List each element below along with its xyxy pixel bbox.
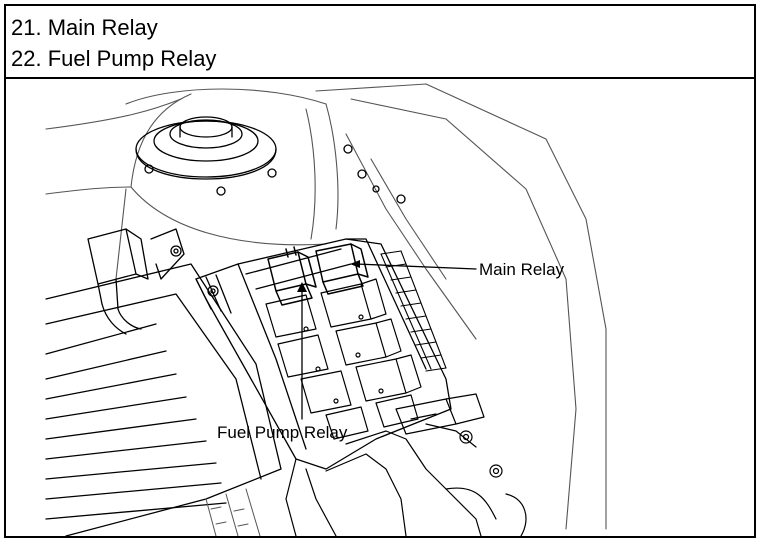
fuel-pump-relay-shape [267,246,317,306]
harness-connectors [285,393,527,537]
fender-panel-outline [45,83,607,530]
lower-left-detail [205,488,261,537]
figure-frame: 21. Main Relay 22. Fuel Pump Relay [4,4,756,538]
legend-box: 21. Main Relay 22. Fuel Pump Relay [6,6,754,79]
main-relay-arrowhead [350,260,360,268]
legend-item-main-relay: 21. Main Relay [11,15,158,40]
callout-fuel-pump-relay: Fuel Pump Relay [217,423,348,442]
strut-tower [135,116,277,196]
main-relay-leader [355,263,477,270]
main-relay-shape [315,243,369,295]
relay-box-illustration: Main Relay Fuel Pump Relay [45,83,607,537]
leader-arrowheads [297,260,360,292]
fasteners [343,144,406,204]
air-cleaner-box [45,263,282,537]
engine-bay-drawing: Main Relay Fuel Pump Relay [6,79,754,537]
fuel-pump-relay-arrowhead [297,282,307,292]
callout-main-relay: Main Relay [479,260,565,279]
leader-lines [301,263,477,420]
relay-array [265,278,422,440]
left-connector-bracket [87,228,185,335]
legend-item-fuel-pump-relay: 22. Fuel Pump Relay [11,46,217,71]
